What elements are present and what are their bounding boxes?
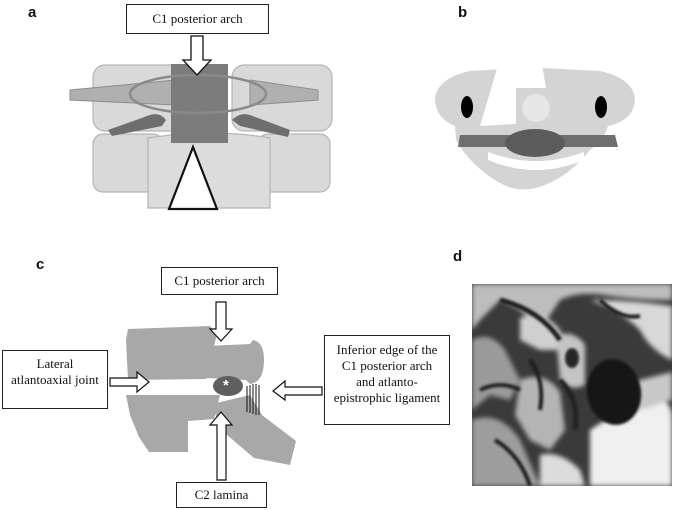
ligament-hatch — [246, 384, 260, 415]
panel-letter-b: b — [458, 4, 468, 21]
panel-c-callout-lateral-atlantoaxial-joint: Lateral atlantoaxial joint — [2, 350, 108, 409]
panel-a-diagram — [69, 35, 333, 211]
asterisk-marker: * — [223, 377, 229, 394]
panel-c-diagram — [109, 301, 323, 481]
right-black-oval — [595, 96, 607, 118]
ligament-arrow-left-icon — [272, 379, 323, 402]
c2-lamina-arrow-up-icon — [208, 411, 234, 481]
panel-letter-c: c — [36, 256, 45, 273]
panel-b-diagram — [435, 65, 635, 190]
spinous-column — [171, 64, 228, 143]
c1-arch-arrow-down-icon — [208, 301, 234, 342]
panel-letter-a: a — [28, 4, 37, 21]
c1-lateral-mass — [126, 326, 217, 380]
panel-c-callout-inferior-edge-ligament: Inferior edge of the C1 posterior arch a… — [324, 335, 450, 425]
c1-wing-right — [249, 79, 319, 106]
panel-letter-d: d — [453, 248, 463, 265]
left-black-oval — [461, 96, 473, 118]
triangle-marker — [167, 143, 219, 211]
c2-body — [126, 395, 220, 452]
joint-arrow-right-icon — [109, 370, 150, 394]
joint-oval — [213, 376, 243, 396]
right-lateral-process — [232, 114, 290, 137]
panel-a-callout-c1-posterior-arch: C1 posterior arch — [126, 4, 269, 34]
dens-circle — [522, 94, 550, 122]
mri-image — [472, 284, 672, 486]
c1-ring — [128, 73, 268, 115]
panel-d-mri — [472, 284, 672, 486]
c1-arrow-down-icon — [181, 35, 213, 76]
c1-posterior-arch — [206, 340, 264, 384]
panel-c-callout-c2-lamina: C2 lamina — [176, 482, 267, 508]
bottom-gap — [488, 152, 584, 170]
panel-c-callout-c1-posterior-arch: C1 posterior arch — [161, 267, 278, 295]
left-lateral-process — [108, 114, 166, 136]
c2-lamina-shape — [212, 395, 296, 465]
body-oval — [505, 129, 565, 157]
vertebra-outline — [435, 68, 635, 190]
